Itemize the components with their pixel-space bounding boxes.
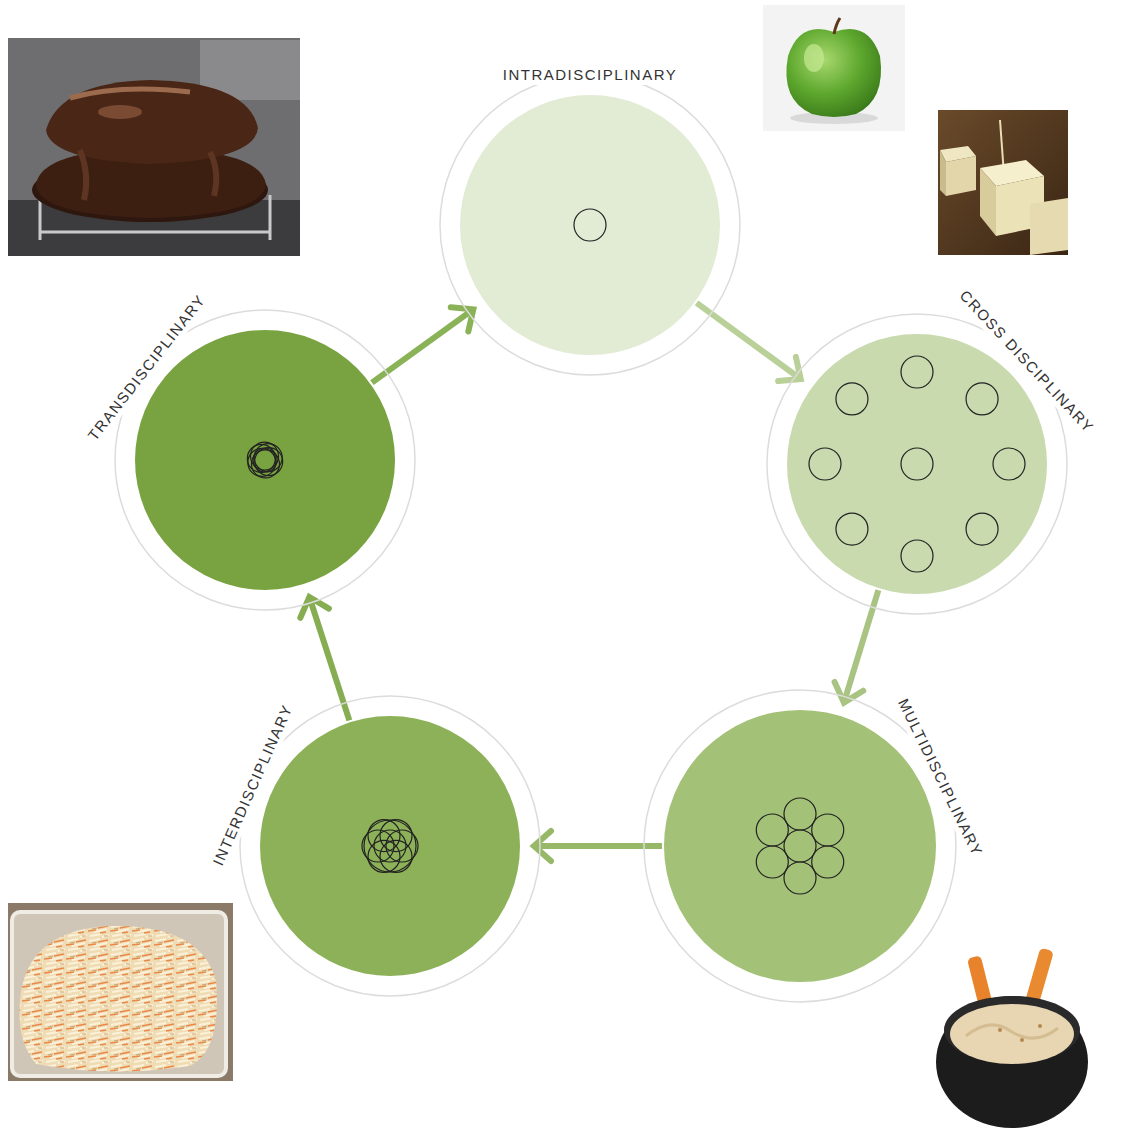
- discipline-circle: CROSS DISCIPLINARY: [787, 334, 1047, 594]
- hummus-photo: [936, 935, 1095, 1130]
- discipline-label: INTRADISCIPLINARY: [498, 65, 682, 85]
- arrow-shaft: [309, 597, 349, 720]
- arrow-head: [778, 357, 801, 381]
- arrow-shaft: [697, 303, 801, 379]
- symbol-circle: [368, 840, 400, 872]
- arrow-head: [534, 831, 551, 861]
- cheese-photo: [938, 110, 1068, 255]
- discipline-symbol: [809, 356, 1025, 572]
- symbol-circle: [380, 820, 412, 852]
- arrow-head: [451, 307, 474, 331]
- circle-fill: [787, 334, 1047, 594]
- symbol-circle: [812, 846, 844, 878]
- apple-photo: [763, 5, 905, 131]
- arrow-head: [835, 682, 864, 703]
- outer-ring: [440, 75, 740, 375]
- cake-photo: [8, 38, 300, 256]
- discipline-circle: INTERDISCIPLINARY: [260, 716, 520, 976]
- circle-fill: [135, 330, 395, 590]
- symbol-circle: [254, 444, 282, 472]
- flow-arrow: [300, 597, 349, 720]
- arrow-shaft: [372, 309, 473, 382]
- symbol-circle: [784, 830, 816, 862]
- symbol-circle: [966, 383, 998, 415]
- outer-ring: [240, 696, 540, 996]
- circle-fill: [664, 710, 936, 982]
- discipline-circle: INTRADISCIPLINARY: [460, 95, 720, 355]
- coleslaw-photo: [8, 903, 233, 1081]
- circle-shape: [430, 65, 750, 385]
- symbol-circle: [901, 540, 933, 572]
- symbol-circle: [574, 209, 606, 241]
- discipline-symbol: [247, 442, 282, 478]
- symbol-circle: [364, 820, 416, 872]
- flow-arrow: [697, 303, 801, 381]
- symbol-circle: [809, 448, 841, 480]
- circle-fill: [460, 95, 720, 355]
- symbol-circle: [756, 814, 788, 846]
- discipline-circle: TRANSDISCIPLINARY: [135, 330, 395, 590]
- symbol-circle: [784, 862, 816, 894]
- arrow-head: [300, 597, 329, 618]
- symbol-circle: [993, 448, 1025, 480]
- symbol-circle: [812, 814, 844, 846]
- discipline-circle: MULTIDISCIPLINARY: [664, 710, 936, 982]
- symbol-circle: [966, 513, 998, 545]
- discipline-symbol: [574, 209, 606, 241]
- symbol-circle: [836, 383, 868, 415]
- symbol-circle: [836, 513, 868, 545]
- symbol-circle: [756, 846, 788, 878]
- symbol-circle: [901, 448, 933, 480]
- arrow-shaft: [534, 843, 662, 849]
- flow-arrow: [372, 307, 473, 382]
- flow-arrow: [534, 831, 662, 861]
- discipline-symbol: [362, 820, 418, 873]
- discipline-symbol: [756, 798, 843, 894]
- symbol-circle: [901, 356, 933, 388]
- symbol-circle: [784, 798, 816, 830]
- circle-fill: [260, 716, 520, 976]
